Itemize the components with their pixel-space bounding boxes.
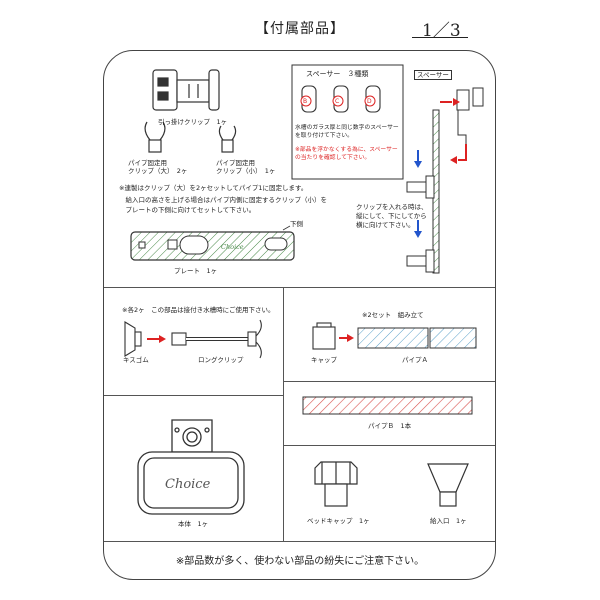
note-line-1: ※連製はクリップ（大）を2ヶセットしてパイプ1に固定します。 — [119, 184, 308, 192]
spacer-title: スペーサー ３種類 — [306, 70, 369, 78]
lower-side-label: 下側 — [290, 220, 303, 228]
plate-drawing — [130, 225, 295, 261]
cap-label: キャップ — [311, 356, 337, 364]
clip-small-drawing — [218, 125, 237, 153]
divider-footer — [104, 541, 495, 543]
body-drawing — [137, 419, 245, 515]
arrows — [414, 98, 467, 238]
spacer-side-label: スペーサー — [414, 70, 452, 80]
clip-small-label-2: クリップ（小） 1ヶ — [216, 167, 276, 175]
divider-caps — [283, 445, 495, 447]
spacer-b-label: B — [303, 98, 308, 105]
spacer-c-label: C — [335, 98, 340, 105]
body-logo-text: Choice — [165, 477, 211, 492]
spacer-d-label: D — [367, 98, 372, 105]
cap-drawing — [312, 322, 336, 350]
inlet-label: 給入口 1ヶ — [430, 517, 467, 525]
clip-insert-2: 縦にして、下にしてから — [356, 212, 427, 220]
spacer-box — [291, 64, 404, 180]
pipe-b-label: パイプＢ 1本 — [368, 422, 412, 430]
spacer-desc-2: を取り付けて下さい。 — [295, 133, 353, 139]
plate-label: プレート 1ヶ — [174, 267, 218, 275]
pipe-a-label: パイプＡ — [402, 356, 428, 364]
plate-logo-text: Choice — [221, 243, 244, 251]
clip-small-label-1: パイプ固定用 — [216, 159, 255, 167]
spacer-warn-2: の当たりを確認して下さい。 — [295, 155, 371, 161]
long-clip-drawing — [171, 319, 262, 359]
pipe-a-note: ※2セット 組み立て — [362, 311, 424, 319]
page-number-underline — [412, 37, 468, 38]
suction-label: キスゴム — [123, 356, 149, 364]
footer-warning: ※部品数が多く、使わない部品の紛失にご注意下さい。 — [175, 556, 425, 567]
clip-insert-1: クリップを入れる時は、 — [356, 203, 428, 211]
pull-clip-drawing — [152, 69, 220, 111]
clip-large-label-2: クリップ（大） 2ヶ — [128, 167, 188, 175]
note-line-3: プレートの下側に向けてセットして下さい。 — [119, 206, 256, 214]
clip-large-label-1: パイプ固定用 — [128, 159, 167, 167]
clip-insert-3: 横に向けて下さい。 — [356, 221, 415, 229]
pipe-a-left — [357, 327, 429, 349]
note-line-2: 給入口の高さを上げる場合はパイプ内側に固定するクリップ（小）を — [119, 196, 328, 204]
suction-note: ※各2ヶ この部品は接付き水槽時にご使用下さい。 — [122, 306, 275, 314]
parts-frame — [103, 50, 496, 580]
long-clip-label: ロングクリップ — [198, 356, 244, 364]
spacer-warn-1: ※部品を浮かなくする為に、スペーサー — [295, 147, 398, 153]
bed-cap-drawing — [314, 461, 358, 507]
divider-vertical — [283, 287, 285, 541]
pipe-b-drawing — [302, 396, 473, 415]
spacer-circles — [300, 95, 376, 107]
body-label: 本体 1ヶ — [178, 520, 209, 528]
divider-pipe — [283, 381, 495, 383]
divider-left — [104, 395, 283, 397]
suction-cup-drawing — [124, 321, 142, 357]
pipe-a-right — [429, 327, 477, 349]
bed-cap-label: ベッドキャップ 1ヶ — [307, 517, 370, 525]
pull-clip-label: 引っ掛けクリップ 1ヶ — [158, 118, 228, 126]
clip-large-drawing — [144, 121, 166, 153]
spacer-desc-1: 水槽のガラス厚と同じ数字のスペーサー — [295, 125, 399, 131]
assembly-drawing — [406, 87, 484, 274]
page-title: 【付属部品】 — [255, 21, 345, 37]
inlet-drawing — [427, 463, 469, 507]
divider-top — [104, 287, 495, 289]
page-number: 1／3 — [422, 21, 461, 41]
